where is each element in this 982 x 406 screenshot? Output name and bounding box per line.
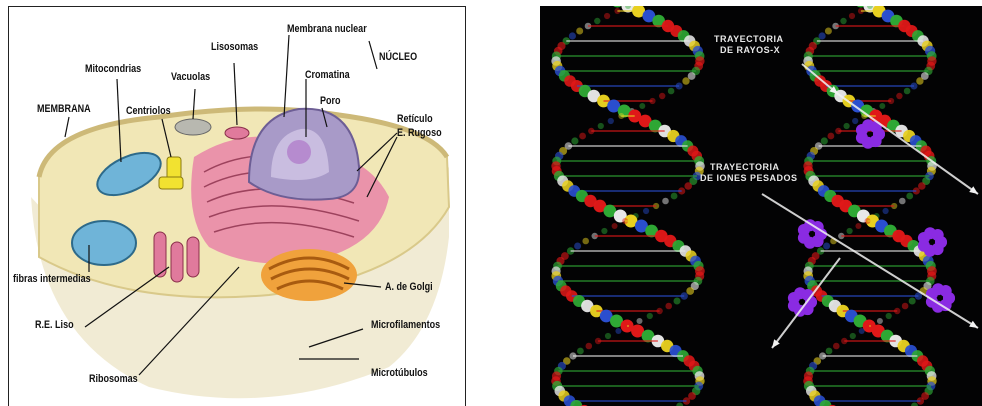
- dna-atom: [569, 32, 576, 39]
- dna-atom: [821, 137, 828, 144]
- label-lisosomas: Lisosomas: [211, 41, 258, 53]
- heavy-ion-cluster: [870, 135, 882, 147]
- dna-atom: [883, 208, 889, 214]
- label-rayos-x-line1: TRAYECTORIA: [714, 34, 784, 45]
- dna-atom: [852, 118, 858, 124]
- dna-atom: [686, 287, 694, 295]
- dna-atom: [847, 228, 853, 234]
- label-iones-line1: TRAYECTORIA: [700, 162, 798, 173]
- dna-atom: [684, 182, 692, 190]
- heavy-ion-cluster: [932, 243, 944, 255]
- dna-atom: [605, 333, 611, 339]
- dna-atom: [577, 348, 584, 355]
- dna-atom: [576, 28, 583, 35]
- dna-atom: [828, 133, 835, 140]
- dna-atom: [639, 103, 645, 109]
- dna-atom: [637, 318, 643, 324]
- dna-atom: [859, 328, 865, 334]
- heavy-ion-cluster: [812, 235, 824, 247]
- label-reticulo-line1: Retículo: [397, 113, 433, 125]
- dna-atom: [849, 13, 855, 19]
- dna-atom: [850, 333, 856, 339]
- label-cromatina: Cromatina: [305, 69, 350, 81]
- dna-atom: [855, 223, 861, 229]
- label-centriolos: Centriolos: [126, 105, 171, 117]
- lysosome: [225, 127, 249, 139]
- vacuole: [175, 119, 211, 135]
- dna-atom: [886, 313, 892, 319]
- cell-illustration: [9, 7, 466, 406]
- dna-atom: [899, 198, 906, 205]
- dna-atom: [879, 103, 885, 109]
- label-poro: Poro: [320, 95, 341, 107]
- dna-atom: [615, 328, 621, 334]
- dna-atom: [671, 193, 678, 200]
- label-re-liso: R.E. Liso: [35, 319, 74, 331]
- dna-atom: [918, 182, 926, 190]
- dna-atom: [825, 28, 832, 35]
- dna-atom: [574, 243, 581, 250]
- dna-atom: [604, 13, 610, 19]
- xray-trajectory: [838, 94, 978, 194]
- label-iones-line2: DE IONES PESADOS: [700, 173, 798, 184]
- dna-atom: [612, 223, 618, 229]
- dna-atom: [904, 88, 911, 95]
- chromatin: [287, 140, 311, 164]
- label-ribosomas: Ribosomas: [89, 373, 138, 385]
- label-microtubulos: Microtúbulos: [371, 367, 428, 379]
- dna-atom: [571, 137, 578, 144]
- label-mitocondrias: Mitocondrias: [85, 63, 141, 75]
- dna-atom: [594, 18, 600, 24]
- label-rayos-x: TRAYECTORIA DE RAYOS-X: [714, 34, 784, 56]
- dna-atom: [582, 238, 589, 245]
- dna-atom: [668, 88, 675, 95]
- label-microfilamentos: Microfilamentos: [371, 319, 440, 331]
- dna-atom: [647, 313, 653, 319]
- dna-atom: [682, 77, 689, 84]
- dna-atom: [659, 93, 665, 99]
- label-membrana: MEMBRANA: [37, 103, 91, 115]
- dna-atom: [598, 123, 604, 129]
- dna-atom: [674, 298, 681, 305]
- golgi-apparatus: [261, 249, 357, 301]
- dna-atom: [665, 303, 672, 310]
- dna-illustration: [540, 6, 982, 406]
- dna-atom: [662, 198, 669, 205]
- label-reticulo-line2: E. Rugoso: [397, 127, 442, 139]
- label-fibras-intermedias: fibras intermedias: [13, 273, 91, 285]
- label-rayos-x-line2: DE RAYOS-X: [714, 45, 784, 56]
- dna-atom: [586, 343, 593, 350]
- dna-atom: [896, 93, 902, 99]
- label-golgi: A. de Golgi: [385, 281, 433, 293]
- dna-atom: [601, 228, 607, 234]
- dna-atom: [906, 193, 913, 200]
- dna-atom: [826, 348, 833, 355]
- dna-atom: [823, 243, 830, 250]
- dna-atom: [844, 123, 850, 129]
- dna-atom: [911, 403, 918, 406]
- dna-atom: [902, 303, 909, 310]
- dna-atom: [608, 118, 614, 124]
- dna-diagram-panel: TRAYECTORIA DE RAYOS-X TRAYECTORIA DE IO…: [540, 6, 982, 406]
- cell-diagram-panel: Membrana nuclear Lisosomas NÚCLEO Mitoco…: [8, 6, 466, 406]
- label-membrana-nuclear: Membrana nuclear: [287, 23, 367, 35]
- label-nucleo: NÚCLEO: [379, 51, 417, 63]
- dna-helix-left: [551, 6, 705, 406]
- label-iones-pesados: TRAYECTORIA DE IONES PESADOS: [700, 162, 798, 184]
- dna-atom: [840, 18, 846, 24]
- dna-atom: [579, 133, 586, 140]
- dna-helix-right: [803, 6, 937, 406]
- dna-atom: [833, 343, 840, 350]
- dna-atom: [877, 318, 883, 324]
- dna-atom: [643, 208, 649, 214]
- dna-atom: [676, 403, 683, 406]
- dna-atom: [916, 77, 923, 84]
- heavy-ion-cluster: [802, 303, 814, 315]
- dna-atom: [909, 298, 916, 305]
- label-vacuolas: Vacuolas: [171, 71, 210, 83]
